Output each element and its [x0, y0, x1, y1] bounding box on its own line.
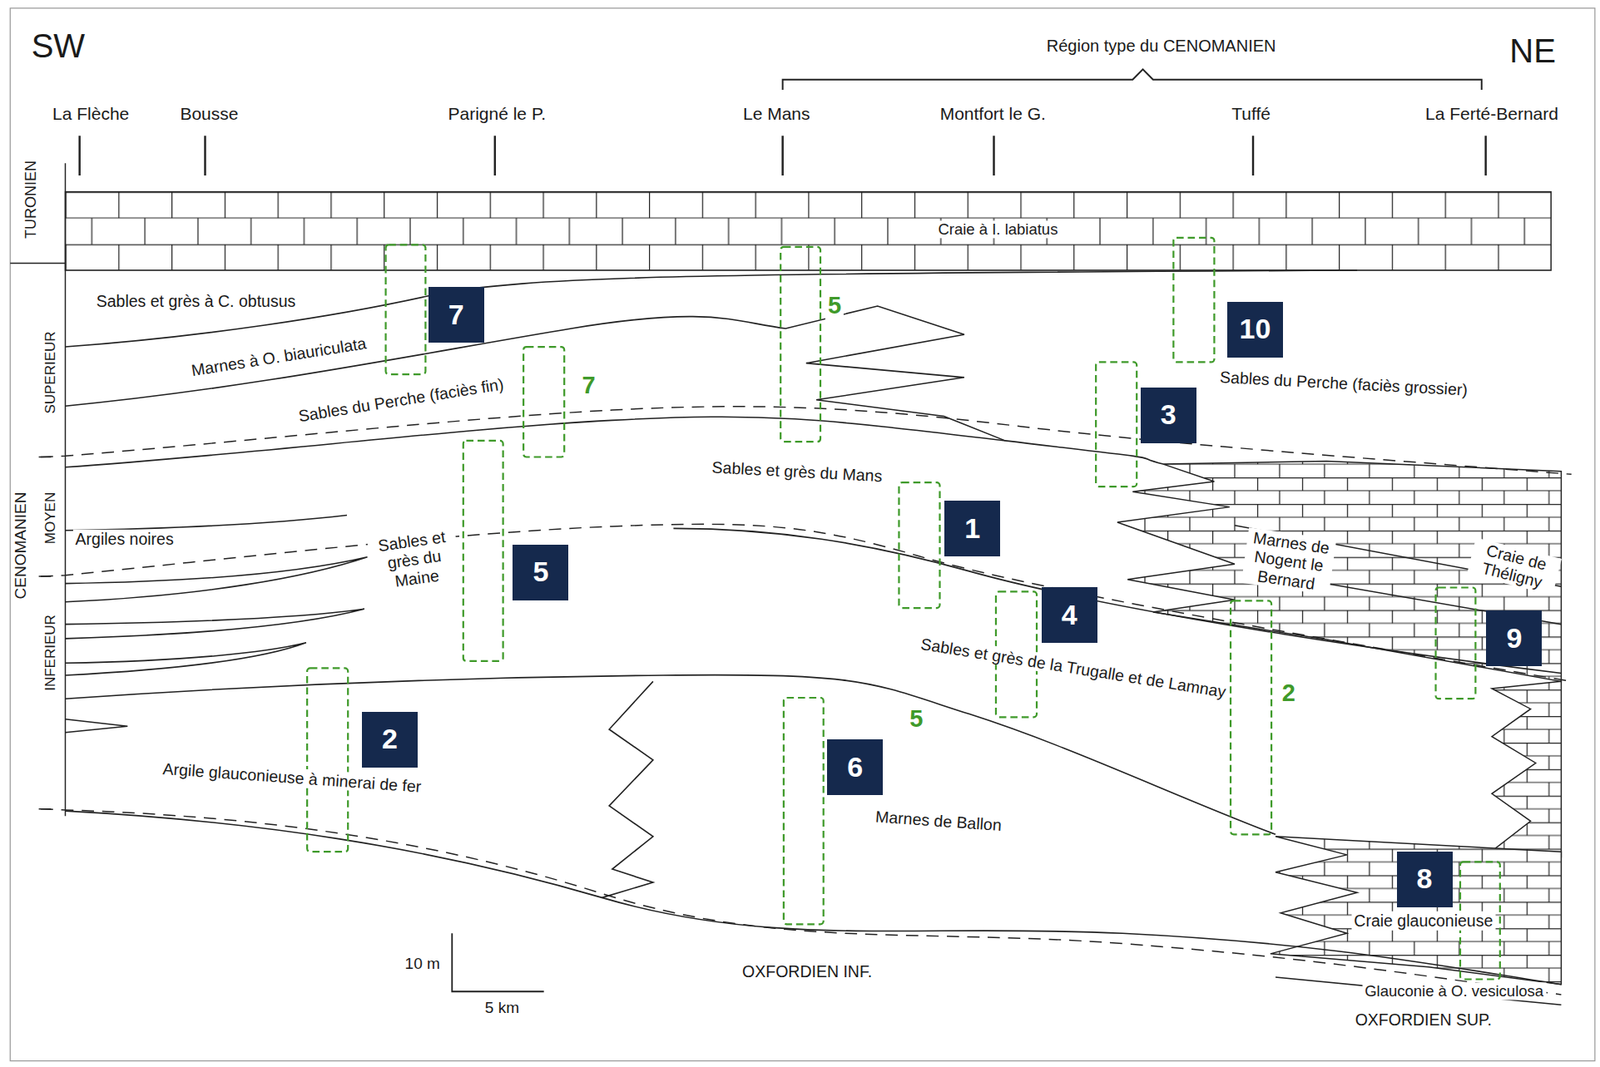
direction-label: NE [1506, 31, 1559, 70]
callout-box: 5 [512, 544, 569, 601]
turonian-chalk [64, 192, 1551, 271]
formation-label: Glauconie à O. vesiculosa [1362, 982, 1546, 1001]
formation-label: Craie à I. labiatus [935, 220, 1061, 238]
section-box [898, 482, 940, 609]
formation-label: Marnes à O. biauriculata [187, 333, 370, 381]
frame [9, 8, 1596, 1062]
cenomanian-base [64, 811, 1561, 986]
callout-number: 8 [1416, 863, 1433, 895]
black-clay-line [64, 515, 347, 531]
callout-number: 3 [1160, 399, 1177, 431]
section-box [1436, 588, 1477, 700]
section-box [463, 440, 504, 662]
station-name: Bousse [177, 104, 241, 124]
callout-box: 4 [1041, 587, 1098, 644]
station-name: Parigné le P. [445, 104, 549, 124]
section-box [307, 668, 348, 853]
callout-box: 1 [944, 500, 1001, 557]
section-box [1095, 361, 1137, 487]
stage-axis [9, 163, 65, 817]
section-box [780, 247, 821, 442]
callout-box: 6 [827, 739, 883, 796]
callout-box: 8 [1396, 852, 1453, 908]
basement-label: OXFORDIEN INF. [739, 961, 875, 981]
formation-label: Sables du Perche (faciès fin) [294, 374, 508, 427]
callout-box: 2 [361, 712, 418, 768]
black-clay-tongue [64, 609, 364, 640]
station-name: Tuffé [1228, 104, 1274, 124]
station-name: La Flèche [49, 104, 132, 124]
black-clay-tongue [64, 643, 306, 676]
callout-number: 4 [1061, 599, 1078, 631]
formation-label: Sables et grès du Mans [708, 457, 886, 486]
callout-number: 5 [906, 705, 926, 734]
direction-label: SW [29, 26, 88, 65]
callout-box: 9 [1486, 610, 1542, 667]
scale-label: 5 km [482, 999, 522, 1018]
scale-bar [451, 933, 544, 992]
callout-number: 2 [381, 723, 398, 755]
scale-label: 10 m [402, 955, 443, 974]
substage-boundary [40, 524, 1572, 682]
stage-label: CENOMANIEN [11, 490, 30, 603]
station-ticks [79, 135, 1487, 176]
station-name: La Ferté-Bernard [1422, 104, 1561, 124]
callout-box: 3 [1140, 387, 1197, 444]
section-boxes [307, 237, 1501, 981]
callout-number: 9 [1506, 623, 1523, 654]
callout-number: 10 [1239, 313, 1272, 345]
basement-label: OXFORDIEN SUP. [1352, 1010, 1495, 1030]
section-box [1230, 600, 1272, 835]
substage-label: INFERIEUR [43, 612, 60, 694]
callout-number: 5 [825, 292, 844, 320]
callout-number: 2 [1279, 679, 1298, 708]
obtusus-base [64, 270, 1358, 347]
substage-label: SUPERIEUR [43, 328, 60, 417]
section-box [1173, 237, 1214, 363]
formation-label: Sables du Perche (faciès grossier) [1217, 367, 1472, 400]
substage-label: MOYEN [43, 490, 60, 547]
formation-label: Argiles noires [73, 529, 177, 548]
chalk-contacts [1234, 525, 1561, 625]
callout-number: 1 [964, 513, 981, 545]
glauconite-base [1275, 977, 1561, 1006]
station-name: Le Mans [740, 104, 813, 124]
theligny-tongues [1491, 681, 1561, 857]
section-box [783, 698, 824, 925]
biauriculata-base [64, 306, 1006, 441]
black-clay-tongue [64, 719, 128, 734]
formation-label: Marnes de Nogent le Bernard [1241, 527, 1337, 595]
trugalle-base [64, 675, 1276, 836]
callout-number: 6 [847, 752, 863, 783]
region-label: Région type du CENOMANIEN [1044, 36, 1279, 56]
nogent-theligny-chalk [1117, 460, 1561, 682]
formation-label: Sables et grès de la Trugalle et de Lamn… [916, 634, 1230, 703]
callout-number: 7 [579, 371, 599, 400]
formation-label: Sables et grès du Maine [366, 526, 462, 595]
black-clay-tongue [64, 557, 367, 603]
formation-label: Sables et grès à C. obtusus [94, 292, 299, 311]
substage-boundary [40, 809, 1561, 996]
stage-label: TURONIEN [21, 158, 40, 242]
section-box [386, 244, 427, 375]
callout-number: 5 [533, 556, 550, 588]
formation-label: Marnes de Ballon [872, 807, 1006, 836]
region-bracket [782, 69, 1482, 90]
formation-label: Craie glauconieuse [1351, 911, 1496, 931]
callout-number: 7 [448, 299, 465, 331]
callout-box: 7 [428, 287, 485, 343]
section-box [523, 346, 565, 457]
facies-change [602, 681, 654, 898]
callout-box: 10 [1227, 302, 1283, 358]
station-name: Montfort le G. [937, 104, 1049, 124]
